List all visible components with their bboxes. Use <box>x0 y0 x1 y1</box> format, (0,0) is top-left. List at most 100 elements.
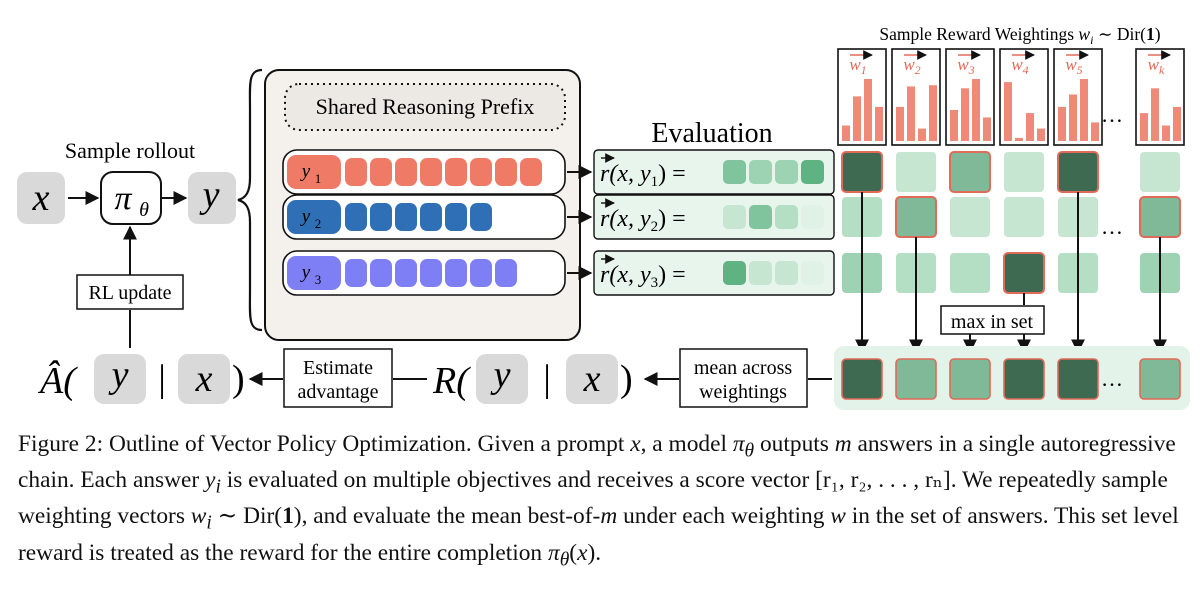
result-cell <box>895 358 937 400</box>
matrix-cell <box>1139 196 1181 238</box>
answer-token <box>345 259 367 287</box>
weight-bar <box>1069 94 1077 141</box>
weight-bar <box>1140 113 1148 141</box>
weight-bar <box>1091 122 1099 141</box>
weighting-label-5: w5 <box>1065 55 1082 77</box>
rl-update-label: RL update <box>88 282 171 304</box>
score-cell <box>749 205 772 229</box>
weight-bar <box>896 106 904 141</box>
weighting-label-4: w4 <box>1011 55 1028 77</box>
matrix-cell <box>841 151 883 193</box>
A-x-box <box>178 354 230 404</box>
score-cell <box>723 205 746 229</box>
matrix-cell <box>949 151 991 193</box>
answer-sub-2: 2 <box>315 216 322 231</box>
x-label: x <box>32 177 50 219</box>
answer-token <box>370 259 392 287</box>
answer-token <box>420 158 442 186</box>
answer-sub-1: 1 <box>315 171 322 186</box>
eval-box-2 <box>593 194 835 240</box>
score-cell <box>801 261 824 285</box>
evaluation-title: Evaluation <box>651 118 772 149</box>
policy-box <box>100 171 162 225</box>
weight-bar <box>864 79 872 141</box>
weight-bar <box>1173 106 1181 141</box>
weight-bar <box>842 125 850 141</box>
weight-bar <box>1037 128 1045 141</box>
R-x-box <box>566 354 618 404</box>
answer-label-3: y <box>300 262 311 283</box>
answer-token <box>395 158 417 186</box>
answer-token <box>370 158 392 186</box>
weight-bar <box>950 110 958 141</box>
A-y-label: y <box>108 354 129 396</box>
eval-box-1 <box>593 149 835 195</box>
max-in-set-box <box>940 305 1045 335</box>
score-cell <box>749 160 772 184</box>
answer-token <box>370 203 392 231</box>
answer-token <box>495 158 517 186</box>
weighting-label-1: w1 <box>849 55 866 77</box>
reward-matrix <box>841 151 1181 294</box>
score-cell <box>775 160 798 184</box>
weight-bar <box>929 85 937 141</box>
y-box <box>188 172 236 224</box>
R-close: ) <box>620 358 633 400</box>
answer-token <box>345 158 367 186</box>
weighting-label-3: w3 <box>957 55 974 77</box>
weight-bar <box>1015 137 1023 141</box>
mean-box <box>679 348 808 408</box>
A-close: ) <box>232 358 245 400</box>
score-cell <box>749 261 772 285</box>
score-cell <box>723 261 746 285</box>
answer-label-1: y <box>300 161 311 182</box>
matrix-cell <box>950 197 990 237</box>
max-arrows <box>855 192 1167 354</box>
matrix-cell <box>950 253 990 293</box>
weight-bar <box>853 96 861 141</box>
answer-token <box>470 259 492 287</box>
score-cell <box>801 160 824 184</box>
result-ellipsis: … <box>1101 366 1123 391</box>
max-in-set-label: max in set <box>951 311 1034 333</box>
eval-formula-1: r(x, y1) = <box>600 161 686 190</box>
result-cell <box>841 358 883 400</box>
score-cell <box>723 160 746 184</box>
answer-label-2: y <box>300 206 311 227</box>
answer-token <box>395 203 417 231</box>
weight-bar <box>1004 82 1012 141</box>
answer-token <box>420 203 442 231</box>
x-box <box>17 172 65 224</box>
answer-token <box>445 158 467 186</box>
matrix-cell <box>1057 151 1099 193</box>
weight-bar <box>1162 125 1170 141</box>
sample-rollout-label: Sample rollout <box>65 138 195 163</box>
R-open: R( <box>432 360 471 402</box>
y-label: y <box>199 174 220 216</box>
answer-sub-3: 3 <box>315 272 322 287</box>
answer-label-box-3 <box>287 256 341 290</box>
answer-token <box>345 203 367 231</box>
weight-bar <box>1026 113 1034 141</box>
weight-bar <box>1151 88 1159 141</box>
estimate-label-1: Estimate <box>303 357 373 379</box>
result-cell <box>1003 358 1045 400</box>
weight-bar <box>875 106 883 141</box>
matrix-cell <box>1003 252 1045 294</box>
matrix-cell <box>1140 152 1180 192</box>
A-y-box <box>94 354 146 404</box>
policy-label: π <box>114 180 132 217</box>
weighting-label-2: w2 <box>903 55 920 77</box>
score-cell <box>775 261 798 285</box>
R-bar: | <box>543 358 551 400</box>
matrix-cell <box>1004 197 1044 237</box>
weightings-header: Sample Reward Weightings wi ∼ Dir(1) <box>879 24 1160 47</box>
weight-bar <box>961 88 969 141</box>
matrix-ellipsis: … <box>1101 214 1123 239</box>
R-x-label: x <box>583 358 601 400</box>
estimate-box <box>283 348 393 408</box>
score-cell <box>801 205 824 229</box>
weighting-label-6: wk <box>1148 55 1165 77</box>
weight-bar <box>907 86 915 141</box>
